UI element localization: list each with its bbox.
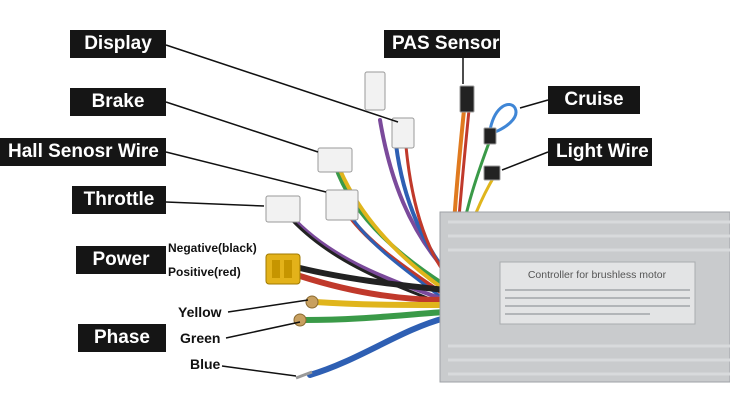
brake-connector (317, 147, 353, 173)
label-pas-sensor: PAS Sensor (384, 30, 500, 58)
power-positive-note: Positive(red) (168, 265, 241, 279)
yellow-pointer (227, 299, 309, 313)
connectors (265, 71, 501, 223)
hall-connector (325, 189, 359, 221)
light-pointer (501, 151, 549, 171)
cruise-connector (483, 127, 497, 145)
label-throttle: Throttle (72, 186, 166, 214)
controller-casing (439, 211, 730, 383)
display-connector-top (364, 71, 386, 111)
light-connector (483, 165, 501, 181)
phase-blue-note: Blue (190, 356, 221, 372)
throttle-connector (265, 195, 301, 223)
pointer-lines (165, 44, 549, 377)
green-pointer (225, 321, 301, 339)
cruise-pointer (519, 99, 549, 109)
phase-green-note: Green (180, 330, 221, 346)
label-display: Display (70, 30, 166, 58)
label-cruise: Cruise (548, 86, 640, 114)
display-pointer (165, 44, 399, 123)
power-plug (265, 253, 301, 285)
phase-yellow-note: Yellow (178, 304, 222, 320)
brake-pointer (165, 101, 319, 153)
controller-title: Controller for brushless motor (528, 269, 667, 281)
label-light-wire: Light Wire (548, 138, 652, 166)
phase-terminals (293, 295, 319, 380)
power-negative-note: Negative(black) (168, 241, 257, 255)
throttle-pointer (165, 201, 265, 207)
blue-pointer (221, 365, 297, 377)
display-connector (391, 117, 415, 149)
label-brake: Brake (70, 88, 166, 116)
pas-connector (459, 85, 475, 113)
label-phase: Phase (78, 324, 166, 352)
label-hall: Hall Senosr Wire (0, 138, 166, 166)
label-power: Power (76, 246, 166, 274)
hall-pointer (165, 151, 327, 193)
